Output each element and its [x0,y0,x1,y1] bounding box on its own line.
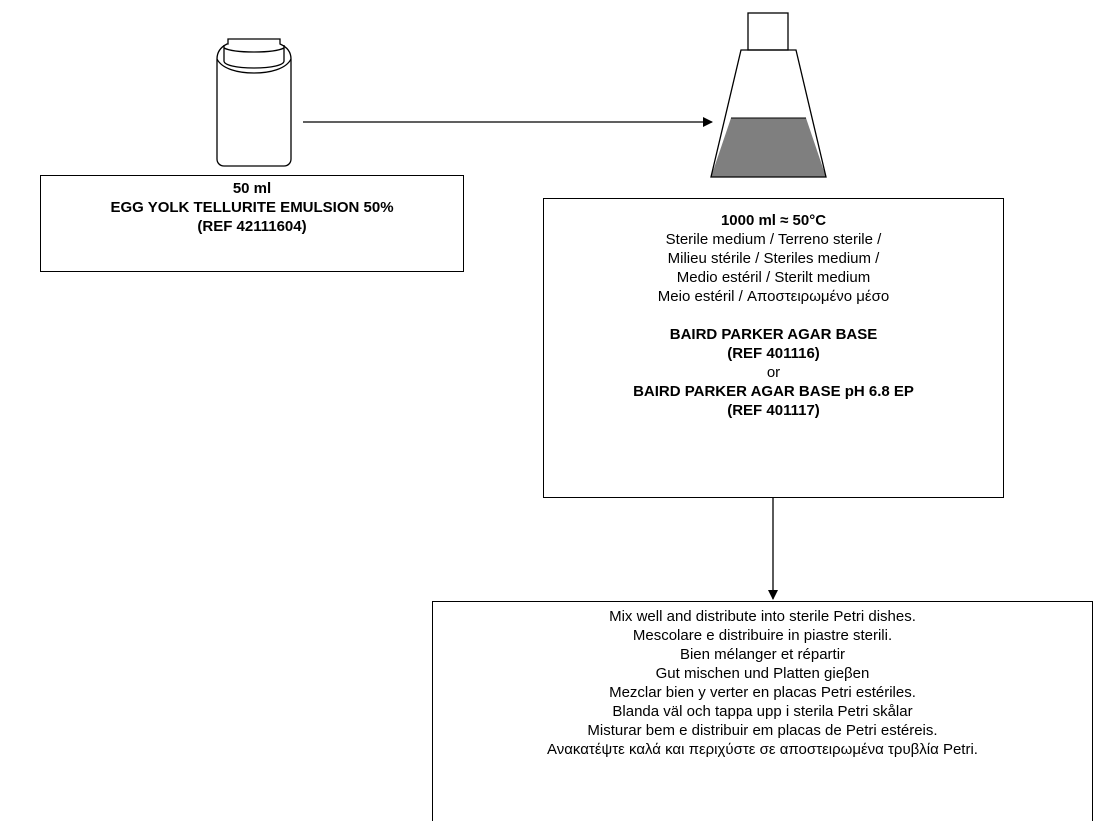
flask-icon [710,12,827,178]
emulsion-box: 50 ml EGG YOLK TELLURITE EMULSION 50% (R… [40,175,464,272]
instruction-line: Blanda väl och tappa upp i sterila Petri… [612,703,913,720]
emulsion-volume: 50 ml [232,180,272,197]
or-label: or [766,364,781,381]
emulsion-ref: (REF 42111604) [197,218,307,235]
option2-ref: (REF 401117) [727,402,820,419]
instruction-line: Ανακατέψτε καλά και περιχύστε σε αποστει… [547,741,978,758]
medium-line: Sterile medium / Terreno sterile / [665,231,882,248]
instruction-line: Bien mélanger et répartir [679,646,846,663]
base-volume-temp: 1000 ml ≈ 50°C [720,212,827,229]
instruction-line: Mezclar bien y verter en placas Petri es… [609,684,916,701]
option2-name: BAIRD PARKER AGAR BASE pH 6.8 EP [633,383,914,400]
medium-liquid [711,118,826,177]
medium-line: Medio estéril / Sterilt medium [676,269,871,286]
instructions-box: Mix well and distribute into sterile Pet… [432,601,1093,821]
instruction-line: Mescolare e distribuire in piastre steri… [632,627,893,644]
medium-line: Milieu stérile / Steriles medium / [667,250,880,267]
instruction-line: Mix well and distribute into sterile Pet… [609,608,916,625]
instruction-line: Misturar bem e distribuir em placas de P… [587,722,938,739]
instruction-line: Gut mischen und Platten gieβen [655,665,870,682]
option1-name: BAIRD PARKER AGAR BASE [669,326,878,343]
emulsion-name: EGG YOLK TELLURITE EMULSION 50% [110,199,394,216]
agar-base-box: 1000 ml ≈ 50°C Sterile medium / Terreno … [543,198,1004,498]
bottle-icon [216,38,292,167]
spacer [544,306,1003,325]
medium-line: Meio estéril / Αποστειρωμένο μέσο [657,288,890,305]
option1-ref: (REF 401116) [727,345,820,362]
